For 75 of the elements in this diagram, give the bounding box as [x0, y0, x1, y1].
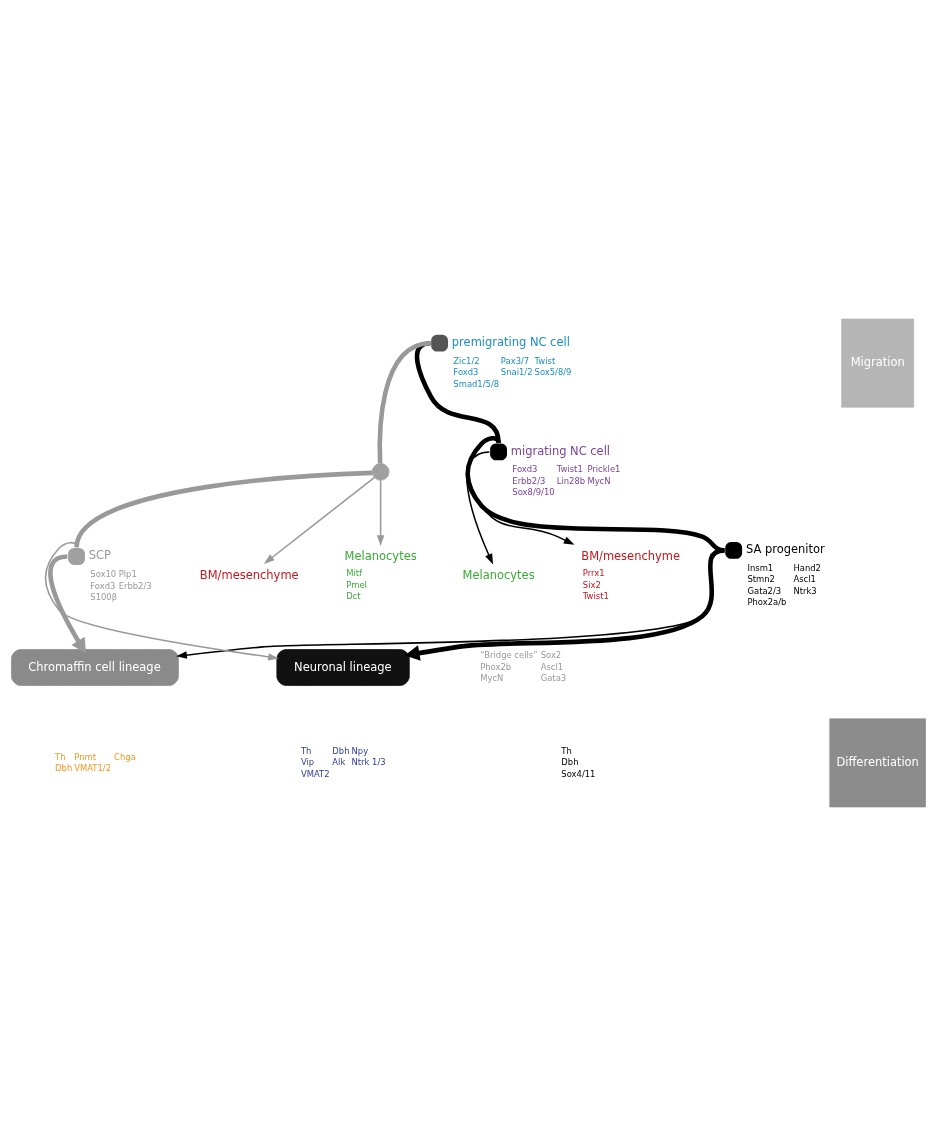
node-label: Prrx1	[582, 568, 605, 579]
label: MycN	[480, 673, 504, 684]
node-label: VMAT1/2	[74, 763, 112, 774]
node-label: Th	[300, 745, 312, 756]
label: Phox2b	[480, 661, 512, 672]
node-label: Mitf	[346, 568, 363, 579]
node-label: Snai1/2	[500, 367, 533, 378]
node-label: Dbh	[332, 745, 350, 756]
node-label: premigrating NC cell	[451, 334, 570, 349]
node-box: Neuronal lineage	[276, 649, 410, 686]
node-text: BM/mesenchyme	[199, 568, 299, 583]
node-text: Melanocytes	[344, 548, 417, 563]
node-label: Dct	[346, 591, 361, 602]
node-label: Foxd3	[453, 367, 479, 378]
node-label: Plp1	[118, 569, 137, 580]
node-label: Gata2/3	[747, 585, 782, 596]
node-label: Alk	[332, 757, 346, 768]
node-label: Twist1	[582, 591, 609, 602]
node-label: Ntrk 1/3	[351, 757, 386, 768]
label: Th	[561, 745, 572, 756]
node-label: Ascl1	[793, 574, 816, 585]
node-label: Sox10	[90, 569, 117, 580]
node-box: Chromaffin cell lineage	[11, 649, 179, 686]
label: Dbh	[561, 757, 579, 768]
node-label: Vip	[300, 757, 315, 768]
node-circle	[371, 463, 390, 481]
node-label: Sox8/9/10	[512, 487, 555, 498]
node-label: Pmel	[346, 579, 367, 590]
label: Migration	[850, 354, 905, 369]
arrow	[44, 541, 279, 661]
node-label: Pnmt	[74, 751, 96, 762]
node-label: Stmn2	[747, 574, 775, 585]
node-label: Six2	[582, 579, 601, 590]
node-label: Phox2a/b	[747, 597, 787, 608]
node-label: Smad1/5/8	[453, 378, 500, 389]
node-label: SCP	[88, 548, 112, 563]
node-label: Pax3/7	[500, 355, 530, 366]
arrow	[466, 451, 494, 565]
connector	[74, 470, 373, 549]
arrow	[404, 548, 725, 661]
label: Sox4/11	[561, 768, 596, 779]
node-label: migrating NC cell	[510, 443, 611, 458]
node-label: MycN	[587, 475, 611, 486]
node-label: Chga	[114, 751, 136, 762]
node-label: Lin28b	[556, 475, 586, 486]
node-label: Prickle1	[587, 464, 621, 475]
node-label: Foxd3	[90, 580, 116, 591]
node-label: Erbb2/3	[118, 580, 152, 591]
connector	[377, 340, 431, 464]
node-text: BM/mesenchyme	[581, 548, 681, 563]
node-label: Twist	[534, 355, 556, 366]
node-label: Th	[55, 751, 66, 762]
arrow	[376, 479, 385, 546]
node-label: S100β	[90, 591, 118, 602]
node-label: Dbh	[55, 763, 73, 774]
node-label: Erbb2/3	[512, 475, 546, 486]
node-label: Foxd3	[512, 464, 538, 475]
node-text: Melanocytes	[462, 568, 535, 583]
node-label: Npy	[351, 745, 369, 756]
label: Gata3	[540, 673, 567, 684]
node-label: Insm1	[747, 562, 774, 573]
label: “Bridge cells”	[480, 650, 538, 661]
arrow	[176, 549, 726, 659]
node-label: Hand2	[793, 562, 821, 573]
arrow	[48, 554, 86, 654]
node-label: Sox5/8/9	[534, 367, 572, 378]
label: Differentiation	[836, 754, 919, 769]
arrow	[263, 476, 376, 564]
label: Sox2	[540, 650, 562, 661]
node-label: Ntrk3	[793, 585, 817, 596]
node-label: Zic1/2	[453, 355, 480, 366]
node-label: Twist1	[556, 464, 583, 475]
label: Ascl1	[540, 661, 564, 672]
node-label: SA progenitor	[745, 542, 825, 557]
node-label: VMAT2	[300, 768, 330, 779]
